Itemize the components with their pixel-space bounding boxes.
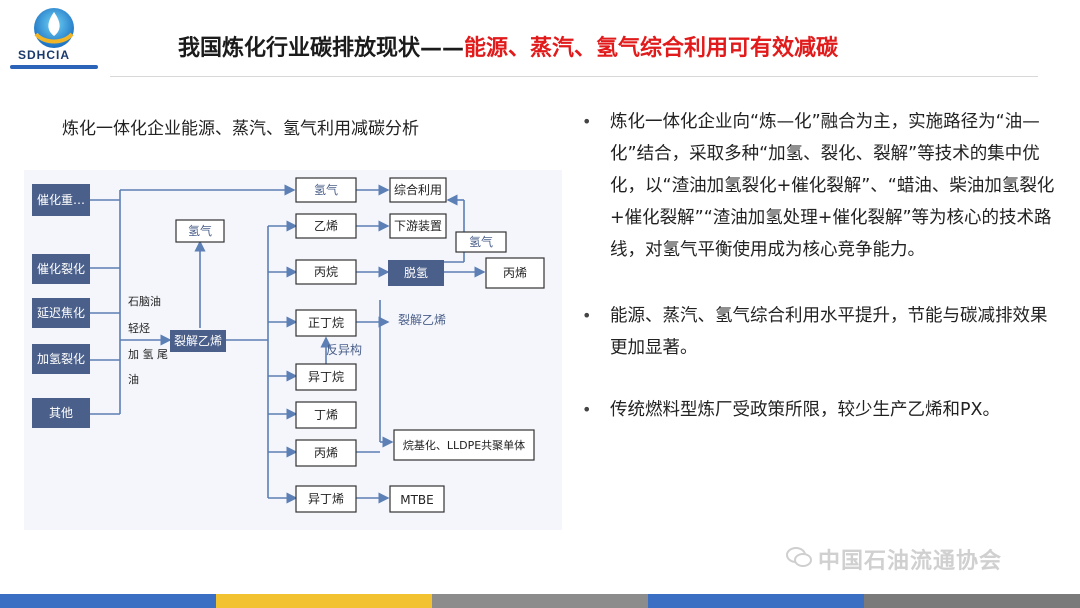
flow-svg: 催化重… 催化裂化 延迟焦化 加氢裂化 其他 裂解乙烯 脱氢 氢气 氢气 乙烯 … xyxy=(32,177,545,513)
sdhcia-logo-icon xyxy=(34,8,74,48)
svg-text:脱氢: 脱氢 xyxy=(404,265,428,280)
footer-segment xyxy=(0,594,216,608)
svg-text:氢气: 氢气 xyxy=(188,223,212,238)
source-box xyxy=(32,184,90,216)
svg-text:氢气: 氢气 xyxy=(314,182,338,197)
watermark: 中国石油流通协会 xyxy=(818,549,1003,574)
title-divider xyxy=(110,76,1038,77)
title-red: 能源、蒸汽、氢气综合利用可有效减碳 xyxy=(464,36,839,61)
svg-text:加 氢 尾: 加 氢 尾 xyxy=(128,347,168,361)
svg-text:油: 油 xyxy=(128,372,139,386)
footer-color-bar xyxy=(0,594,1080,608)
svg-text:其他: 其他 xyxy=(49,406,73,420)
svg-text:氢气: 氢气 xyxy=(469,234,493,249)
footer-segment xyxy=(864,594,1080,608)
bullet-item: 炼化一体化企业向“炼—化”融合为主，实施路径为“油—化”结合，采取多种“加氢、裂… xyxy=(580,106,1062,266)
svg-text:轻烃: 轻烃 xyxy=(128,321,150,335)
footer-segment xyxy=(216,594,432,608)
svg-text:加氢裂化: 加氢裂化 xyxy=(37,351,85,366)
page-title: 我国炼化行业碳排放现状——能源、蒸汽、氢气综合利用可有效减碳 xyxy=(178,30,838,62)
source-label: 催化重… xyxy=(37,193,85,207)
footer-segment xyxy=(432,594,648,608)
title-black: 我国炼化行业碳排放现状—— xyxy=(178,36,465,61)
svg-text:丙烯: 丙烯 xyxy=(503,266,527,280)
footer-segment xyxy=(648,594,864,608)
svg-text:异丁烷: 异丁烷 xyxy=(308,370,344,384)
svg-text:延迟焦化: 延迟焦化 xyxy=(37,306,85,320)
svg-text:裂解乙烯: 裂解乙烯 xyxy=(174,334,222,348)
svg-text:催化裂化: 催化裂化 xyxy=(37,262,85,276)
svg-text:乙烯: 乙烯 xyxy=(314,219,338,233)
svg-text:异丁烯: 异丁烯 xyxy=(308,492,344,506)
svg-text:正丁烷: 正丁烷 xyxy=(308,316,344,330)
svg-text:石脑油: 石脑油 xyxy=(128,294,161,308)
svg-text:下游装置: 下游装置 xyxy=(394,219,442,233)
diagram-subtitle: 炼化一体化企业能源、蒸汽、氢气利用减碳分析 xyxy=(62,119,419,139)
process-flow-diagram: 催化重… 催化裂化 延迟焦化 加氢裂化 其他 裂解乙烯 脱氢 氢气 氢气 乙烯 … xyxy=(24,170,562,530)
logo-text: SDHCIA xyxy=(18,48,71,62)
svg-text:丙烷: 丙烷 xyxy=(314,265,338,279)
svg-text:反异构: 反异构 xyxy=(326,342,362,357)
svg-text:裂解乙烯: 裂解乙烯 xyxy=(398,313,446,327)
svg-text:综合利用: 综合利用 xyxy=(394,182,442,197)
wechat-icon xyxy=(786,547,812,567)
svg-text:烷基化、LLDPE共聚单体: 烷基化、LLDPE共聚单体 xyxy=(403,438,525,452)
bullet-item: 能源、蒸汽、氢气综合利用水平提升，节能与碳减排效果更加显著。 xyxy=(580,300,1062,364)
logo-underline xyxy=(10,65,98,69)
bullet-item: 传统燃料型炼厂受政策所限，较少生产乙烯和PX。 xyxy=(580,394,1062,426)
svg-text:丁烯: 丁烯 xyxy=(314,408,338,422)
bullet-list: 炼化一体化企业向“炼—化”融合为主，实施路径为“油—化”结合，采取多种“加氢、裂… xyxy=(580,106,1062,426)
svg-text:丙烯: 丙烯 xyxy=(314,446,338,460)
svg-text:MTBE: MTBE xyxy=(400,493,434,507)
